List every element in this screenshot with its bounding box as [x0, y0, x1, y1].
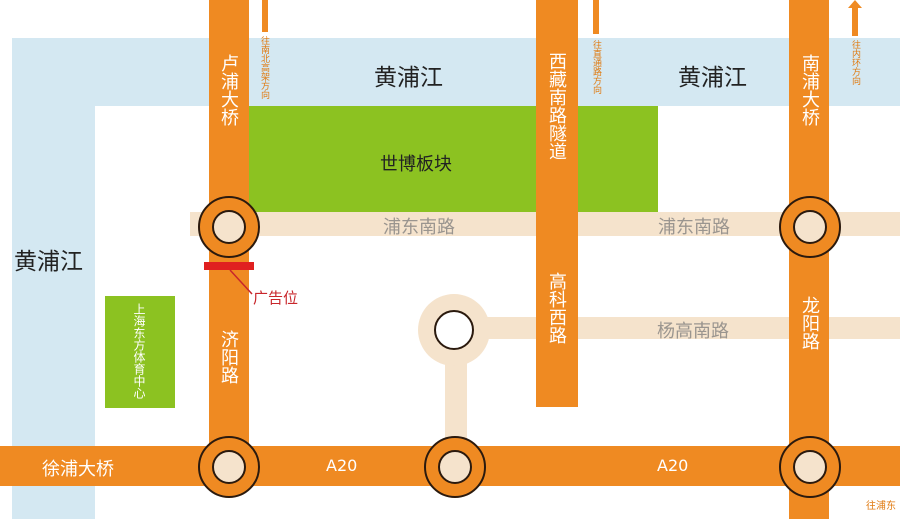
lupu-bridge-label: 卢浦大桥 — [218, 54, 239, 126]
direction-spur-3 — [852, 6, 858, 36]
oriental-sports-center-label: 上海东方体育中心 — [132, 303, 146, 399]
interchange-lupu-pudong — [198, 196, 260, 258]
pudong-south-road-label-2: 浦东南路 — [658, 217, 730, 238]
huangpu-river-top — [12, 38, 900, 106]
gaoke-west-road-label: 高科西路 — [546, 272, 567, 344]
oriental-sports-center-block — [105, 296, 175, 408]
direction-arrow-icon — [848, 0, 862, 8]
river-label-left: 黄浦江 — [14, 249, 83, 275]
direction-label-1: 往南北高架方向 — [259, 36, 269, 99]
xizang-tunnel-label: 西藏南路隧道 — [546, 52, 567, 160]
jiyang-road-label: 济阳路 — [218, 330, 239, 384]
direction-label-2: 往直通路方向 — [591, 40, 601, 94]
direction-spur-1 — [262, 0, 268, 32]
interchange-yanggao — [418, 294, 490, 366]
longyang-road-label: 龙阳路 — [799, 296, 820, 350]
direction-label-corner: 往浦东 — [866, 501, 896, 512]
river-label-top-left: 黄浦江 — [374, 65, 443, 91]
huangpu-river-left — [12, 38, 95, 519]
nanpu-bridge-longyang-road — [789, 0, 829, 519]
yanggao-south-road-label: 杨高南路 — [657, 321, 729, 342]
expo-block — [248, 106, 658, 212]
direction-label-3: 往内环方向 — [850, 40, 860, 85]
a20-label-left: A20 — [326, 456, 358, 475]
expo-block-label: 世博板块 — [380, 154, 452, 175]
interchange-a20-middle — [424, 436, 486, 498]
ad-position-label: 广告位 — [253, 289, 299, 307]
interchange-a20-jiyang — [198, 436, 260, 498]
river-label-top-right: 黄浦江 — [678, 65, 747, 91]
nanpu-bridge-label: 南浦大桥 — [799, 54, 820, 126]
xupu-bridge-label: 徐浦大桥 — [42, 459, 114, 480]
ad-leader-line — [229, 269, 253, 295]
interchange-a20-longyang — [779, 436, 841, 498]
a20-label-right: A20 — [657, 456, 689, 475]
xizang-tunnel-gaoke-road — [536, 0, 578, 407]
direction-spur-2 — [593, 0, 599, 34]
ad-position-marker — [204, 262, 254, 270]
interchange-nanpu-pudong — [779, 196, 841, 258]
pudong-south-road-label-1: 浦东南路 — [383, 217, 455, 238]
